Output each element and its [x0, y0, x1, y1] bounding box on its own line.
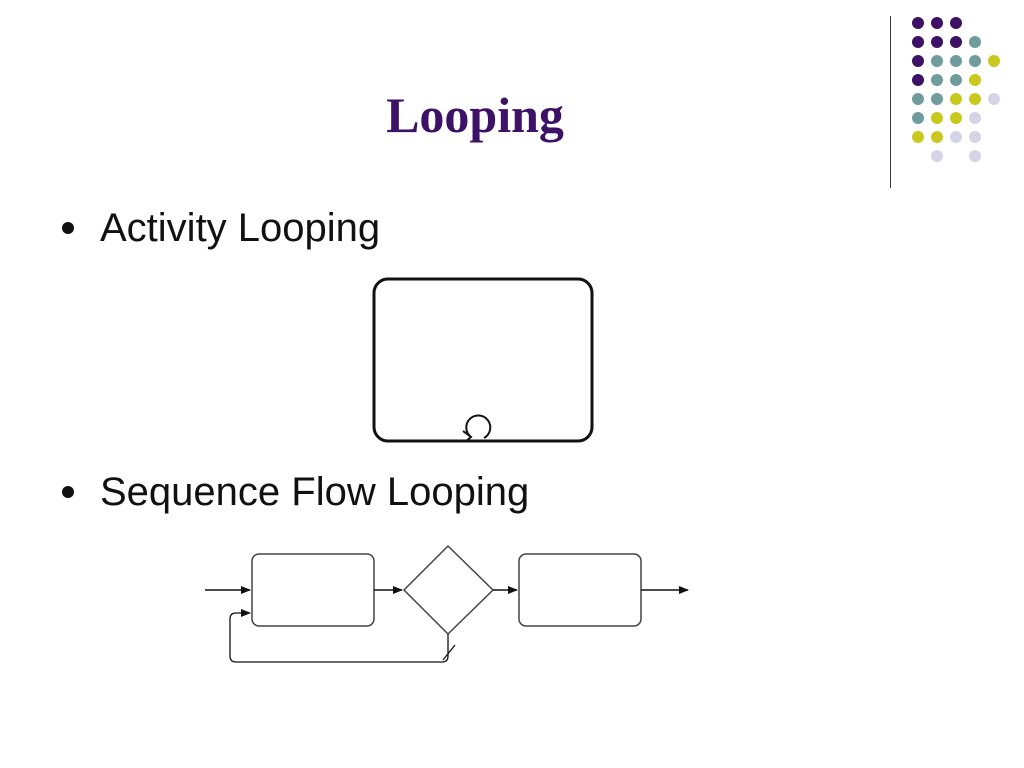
deco-dot: [931, 55, 943, 67]
deco-dot: [969, 150, 981, 162]
bullet-item-sequence-flow-looping: Sequence Flow Looping: [62, 472, 529, 512]
deco-dot: [969, 131, 981, 143]
bullet-text: Sequence Flow Looping: [100, 470, 530, 514]
deco-dot: [931, 17, 943, 29]
activity-task-box: [372, 277, 594, 443]
deco-dot: [912, 112, 924, 124]
deco-dot: [988, 93, 1000, 105]
deco-dot: [950, 74, 962, 86]
deco-dot: [931, 36, 943, 48]
deco-dot: [950, 131, 962, 143]
gateway-diamond: [402, 544, 495, 636]
deco-dot: [912, 93, 924, 105]
deco-dot: [969, 74, 981, 86]
bullet-item-activity-looping: Activity Looping: [62, 208, 380, 248]
deco-dot: [969, 36, 981, 48]
deco-dot: [931, 131, 943, 143]
second-task-box: [518, 553, 642, 627]
loop-arrow-icon: [462, 414, 492, 443]
bullet-dot: [62, 486, 74, 498]
deco-dot: [969, 112, 981, 124]
deco-dot: [969, 55, 981, 67]
deco-dot: [931, 150, 943, 162]
deco-dot: [950, 55, 962, 67]
deco-dot: [950, 36, 962, 48]
deco-dot: [950, 112, 962, 124]
decorative-divider-line: [890, 16, 891, 188]
deco-dot: [931, 74, 943, 86]
deco-dot: [912, 55, 924, 67]
decorative-dot-grid: [912, 17, 1000, 162]
default-flow-slash: [442, 644, 456, 661]
deco-dot: [950, 93, 962, 105]
deco-dot: [912, 131, 924, 143]
deco-dot: [931, 112, 943, 124]
deco-dot: [988, 55, 1000, 67]
bullet-text: Activity Looping: [100, 206, 381, 250]
first-task-box: [251, 553, 375, 627]
deco-dot: [931, 93, 943, 105]
bullet-dot: [62, 222, 74, 234]
deco-dot: [950, 17, 962, 29]
deco-dot: [969, 93, 981, 105]
deco-dot: [912, 17, 924, 29]
loop-back-flow: [229, 609, 449, 663]
deco-dot: [912, 36, 924, 48]
deco-dot: [912, 74, 924, 86]
slide-title: Looping: [386, 87, 564, 143]
